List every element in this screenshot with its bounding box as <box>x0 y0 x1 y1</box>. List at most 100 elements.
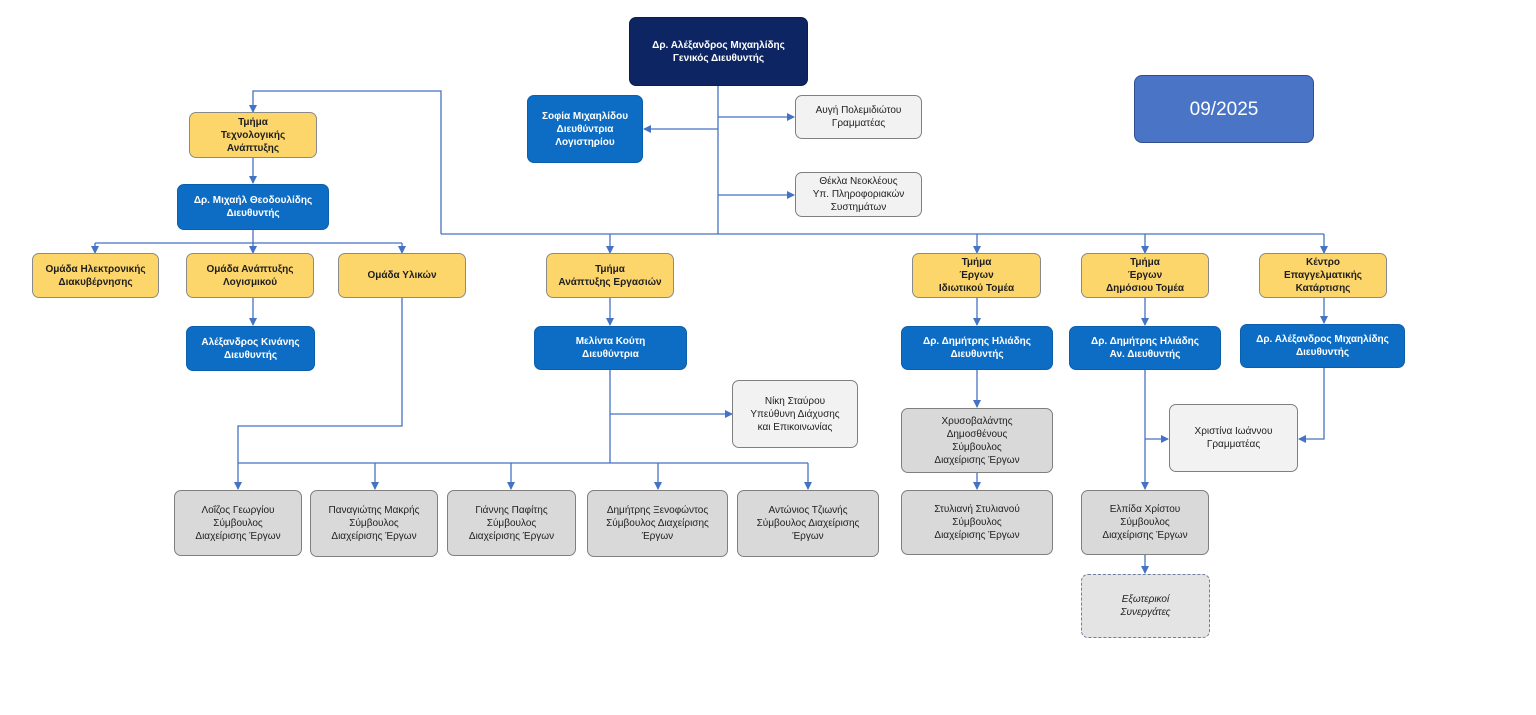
consultant-node[interactable]: Γιάννης Παφίτης Σύμβουλος Διαχείρισης Έρ… <box>447 490 576 556</box>
date-box: 09/2025 <box>1134 75 1314 143</box>
bizdev-director-node[interactable]: Μελίντα Κούτη Διευθύντρια <box>534 326 687 370</box>
private-director-title: Διευθυντής <box>950 349 1004 360</box>
private-dept-line2: Έργων <box>959 270 994 281</box>
bizdev-director-title: Διευθύντρια <box>582 349 639 360</box>
it-systems-name: Θέκλα Νεοκλέους <box>819 176 898 187</box>
training-center-node[interactable]: Κέντρο Επαγγελματικής Κατάρτισης <box>1259 253 1387 298</box>
it-systems-title2: Συστημάτων <box>830 202 887 213</box>
comms-node[interactable]: Νίκη Σταύρου Υπεύθυνη Διάχυσης και Επικο… <box>732 380 858 448</box>
bizdev-dept-line2: Ανάπτυξης Εργασιών <box>558 276 662 288</box>
external-partners-node[interactable]: Εξωτερικοί Συνεργάτες <box>1081 574 1210 638</box>
public-dept-line2: Έργων <box>1127 270 1163 281</box>
materials-team-line1: Ομάδα Υλικών <box>367 270 437 281</box>
public-consultant-node[interactable]: Ελπίδα Χρίστου Σύμβουλος Διαχείρισης Έργ… <box>1081 490 1209 555</box>
consultant-title: Σύμβουλος Διαχείρισης <box>756 518 860 529</box>
software-team-line1: Ομάδα Ανάπτυξης <box>206 263 294 275</box>
it-systems-node[interactable]: Θέκλα Νεοκλέους Υπ. Πληροφοριακών Συστημ… <box>795 172 922 217</box>
public-director-title: Αν. Διευθυντής <box>1109 349 1181 360</box>
training-center-line3: Κατάρτισης <box>1295 283 1351 294</box>
public-consultant-title: Σύμβουλος <box>1120 517 1170 528</box>
private-director-node[interactable]: Δρ. Δημήτρης Ηλιάδης Διευθυντής <box>901 326 1053 370</box>
comms-name: Νίκη Σταύρου <box>764 395 826 407</box>
bizdev-dept-line1: Τμήμα <box>595 263 625 275</box>
ceo-node[interactable]: Δρ. Αλέξανδρος Μιχαηλίδης Γενικός Διευθυ… <box>629 17 808 86</box>
private-consultant-title2: Διαχείρισης Έργων <box>934 454 1020 466</box>
public-director-name: Δρ. Δημήτρης Ηλιάδης <box>1091 336 1199 347</box>
training-director-title: Διευθυντής <box>1295 347 1350 358</box>
public-director-node[interactable]: Δρ. Δημήτρης Ηλιάδης Αν. Διευθυντής <box>1069 326 1221 370</box>
consultant-node[interactable]: Λοΐζος Γεωργίου Σύμβουλος Διαχείρισης Έρ… <box>174 490 302 556</box>
accounting-name: Σοφία Μιχαηλίδου <box>541 110 629 122</box>
external-line1: Εξωτερικοί <box>1121 594 1170 605</box>
tech-dept-node[interactable]: Τμήμα Τεχνολογικής Ανάπτυξης <box>189 112 317 158</box>
training-director-name: Δρ. Αλέξανδρος Μιχαηλίδης <box>1256 334 1389 345</box>
private-consultant-title: Σύμβουλος <box>952 517 1002 528</box>
tech-director-name: Δρ. Μιχαήλ Θεοδουλίδης <box>193 195 313 206</box>
it-systems-title: Υπ. Πληροφοριακών <box>812 189 905 200</box>
consultant-title2: Διαχείρισης Έργων <box>331 531 417 542</box>
secretary-right-name: Χριστίνα Ιωάννου <box>1194 426 1273 437</box>
software-team-node[interactable]: Ομάδα Ανάπτυξης Λογισμικού <box>186 253 314 298</box>
accounting-node[interactable]: Σοφία Μιχαηλίδου Διευθύντρια Λογιστηρίου <box>527 95 643 163</box>
training-center-line1: Κέντρο <box>1305 257 1341 268</box>
consultant-node[interactable]: Παναγιώτης Μακρής Σύμβουλος Διαχείρισης … <box>310 490 438 557</box>
public-consultant-title2: Διαχείρισης Έργων <box>1102 530 1188 541</box>
consultant-title2: Έργων <box>792 531 824 542</box>
consultant-title: Σύμβουλος Διαχείρισης <box>606 518 709 529</box>
date-label: 09/2025 <box>1189 98 1259 120</box>
software-director-title: Διευθυντής <box>223 349 278 361</box>
public-dept-line1: Τμήμα <box>1130 257 1160 268</box>
private-consultant-title2: Διαχείρισης Έργων <box>934 530 1020 541</box>
egov-team-line2: Διακυβέρνησης <box>58 276 133 288</box>
consultant-name: Δημήτρης Ξενοφώντος <box>606 505 709 516</box>
comms-title2: και Επικοινωνίας <box>757 421 833 433</box>
consultant-name: Παναγιώτης Μακρής <box>328 505 420 516</box>
egov-team-node[interactable]: Ομάδα Ηλεκτρονικής Διακυβέρνησης <box>32 253 159 298</box>
consultant-title: Σύμβουλος <box>349 518 399 529</box>
private-consultant-node[interactable]: Χρυσοβαλάντης Δημοσθένους Σύμβουλος Διαχ… <box>901 408 1053 473</box>
private-dept-node[interactable]: Τμήμα Έργων Ιδιωτικού Τομέα <box>912 253 1041 298</box>
external-line2: Συνεργάτες <box>1120 607 1171 618</box>
private-director-name: Δρ. Δημήτρης Ηλιάδης <box>923 336 1031 347</box>
secretary-right-node[interactable]: Χριστίνα Ιωάννου Γραμματέας <box>1169 404 1298 472</box>
consultant-name: Λοΐζος Γεωργίου <box>201 504 275 516</box>
private-dept-line1: Τμήμα <box>961 257 992 268</box>
training-center-line2: Επαγγελματικής <box>1283 270 1363 281</box>
consultant-title2: Διαχείρισης Έργων <box>468 530 555 542</box>
training-director-node[interactable]: Δρ. Αλέξανδρος Μιχαηλίδης Διευθυντής <box>1240 324 1405 368</box>
accounting-title: Διευθύντρια <box>556 123 614 135</box>
consultant-title: Σύμβουλος <box>213 517 263 529</box>
tech-dept-line3: Ανάπτυξης <box>226 142 280 154</box>
consultant-title: Σύμβουλος <box>486 517 537 529</box>
secretary-top-node[interactable]: Αυγή Πολεμιδιώτου Γραμματέας <box>795 95 922 139</box>
bizdev-dept-node[interactable]: Τμήμα Ανάπτυξης Εργασιών <box>546 253 674 298</box>
ceo-title: Γενικός Διευθυντής <box>672 52 765 64</box>
bizdev-director-name: Μελίντα Κούτη <box>575 336 646 347</box>
egov-team-line1: Ομάδα Ηλεκτρονικής <box>45 263 146 275</box>
secretary-top-name: Αυγή Πολεμιδιώτου <box>815 105 902 116</box>
ceo-name: Δρ. Αλέξανδρος Μιχαηλίδης <box>652 39 785 51</box>
consultant-name: Γιάννης Παφίτης <box>475 504 548 516</box>
private-consultant-title: Σύμβουλος <box>952 441 1002 453</box>
tech-director-node[interactable]: Δρ. Μιχαήλ Θεοδουλίδης Διευθυντής <box>177 184 329 230</box>
private-consultant-node[interactable]: Στυλιανή Στυλιανού Σύμβουλος Διαχείρισης… <box>901 490 1053 555</box>
software-director-name: Αλέξανδρος Κινάνης <box>201 336 300 348</box>
tech-dept-line1: Τμήμα <box>238 116 268 128</box>
consultant-node[interactable]: Δημήτρης Ξενοφώντος Σύμβουλος Διαχείριση… <box>587 490 728 557</box>
accounting-dept: Λογιστηρίου <box>555 136 615 148</box>
software-team-line2: Λογισμικού <box>222 276 278 288</box>
consultant-title2: Έργων <box>641 531 674 542</box>
tech-dept-line2: Τεχνολογικής <box>220 129 286 141</box>
consultant-node[interactable]: Αντώνιος Τζιωνής Σύμβουλος Διαχείρισης Έ… <box>737 490 879 557</box>
consultant-title2: Διαχείρισης Έργων <box>195 530 281 542</box>
comms-title: Υπεύθυνη Διάχυσης <box>750 408 840 420</box>
software-director-node[interactable]: Αλέξανδρος Κινάνης Διευθυντής <box>186 326 315 371</box>
public-dept-node[interactable]: Τμήμα Έργων Δημόσιου Τομέα <box>1081 253 1209 298</box>
materials-team-node[interactable]: Ομάδα Υλικών <box>338 253 466 298</box>
consultant-name: Αντώνιος Τζιωνής <box>768 505 848 516</box>
public-consultant-name: Ελπίδα Χρίστου <box>1109 504 1181 515</box>
private-consultant-surname: Δημοσθένους <box>946 428 1008 440</box>
private-dept-line3: Ιδιωτικού Τομέα <box>938 283 1015 294</box>
private-consultant-name: Στυλιανή Στυλιανού <box>934 504 1020 515</box>
public-dept-line3: Δημόσιου Τομέα <box>1105 283 1185 294</box>
